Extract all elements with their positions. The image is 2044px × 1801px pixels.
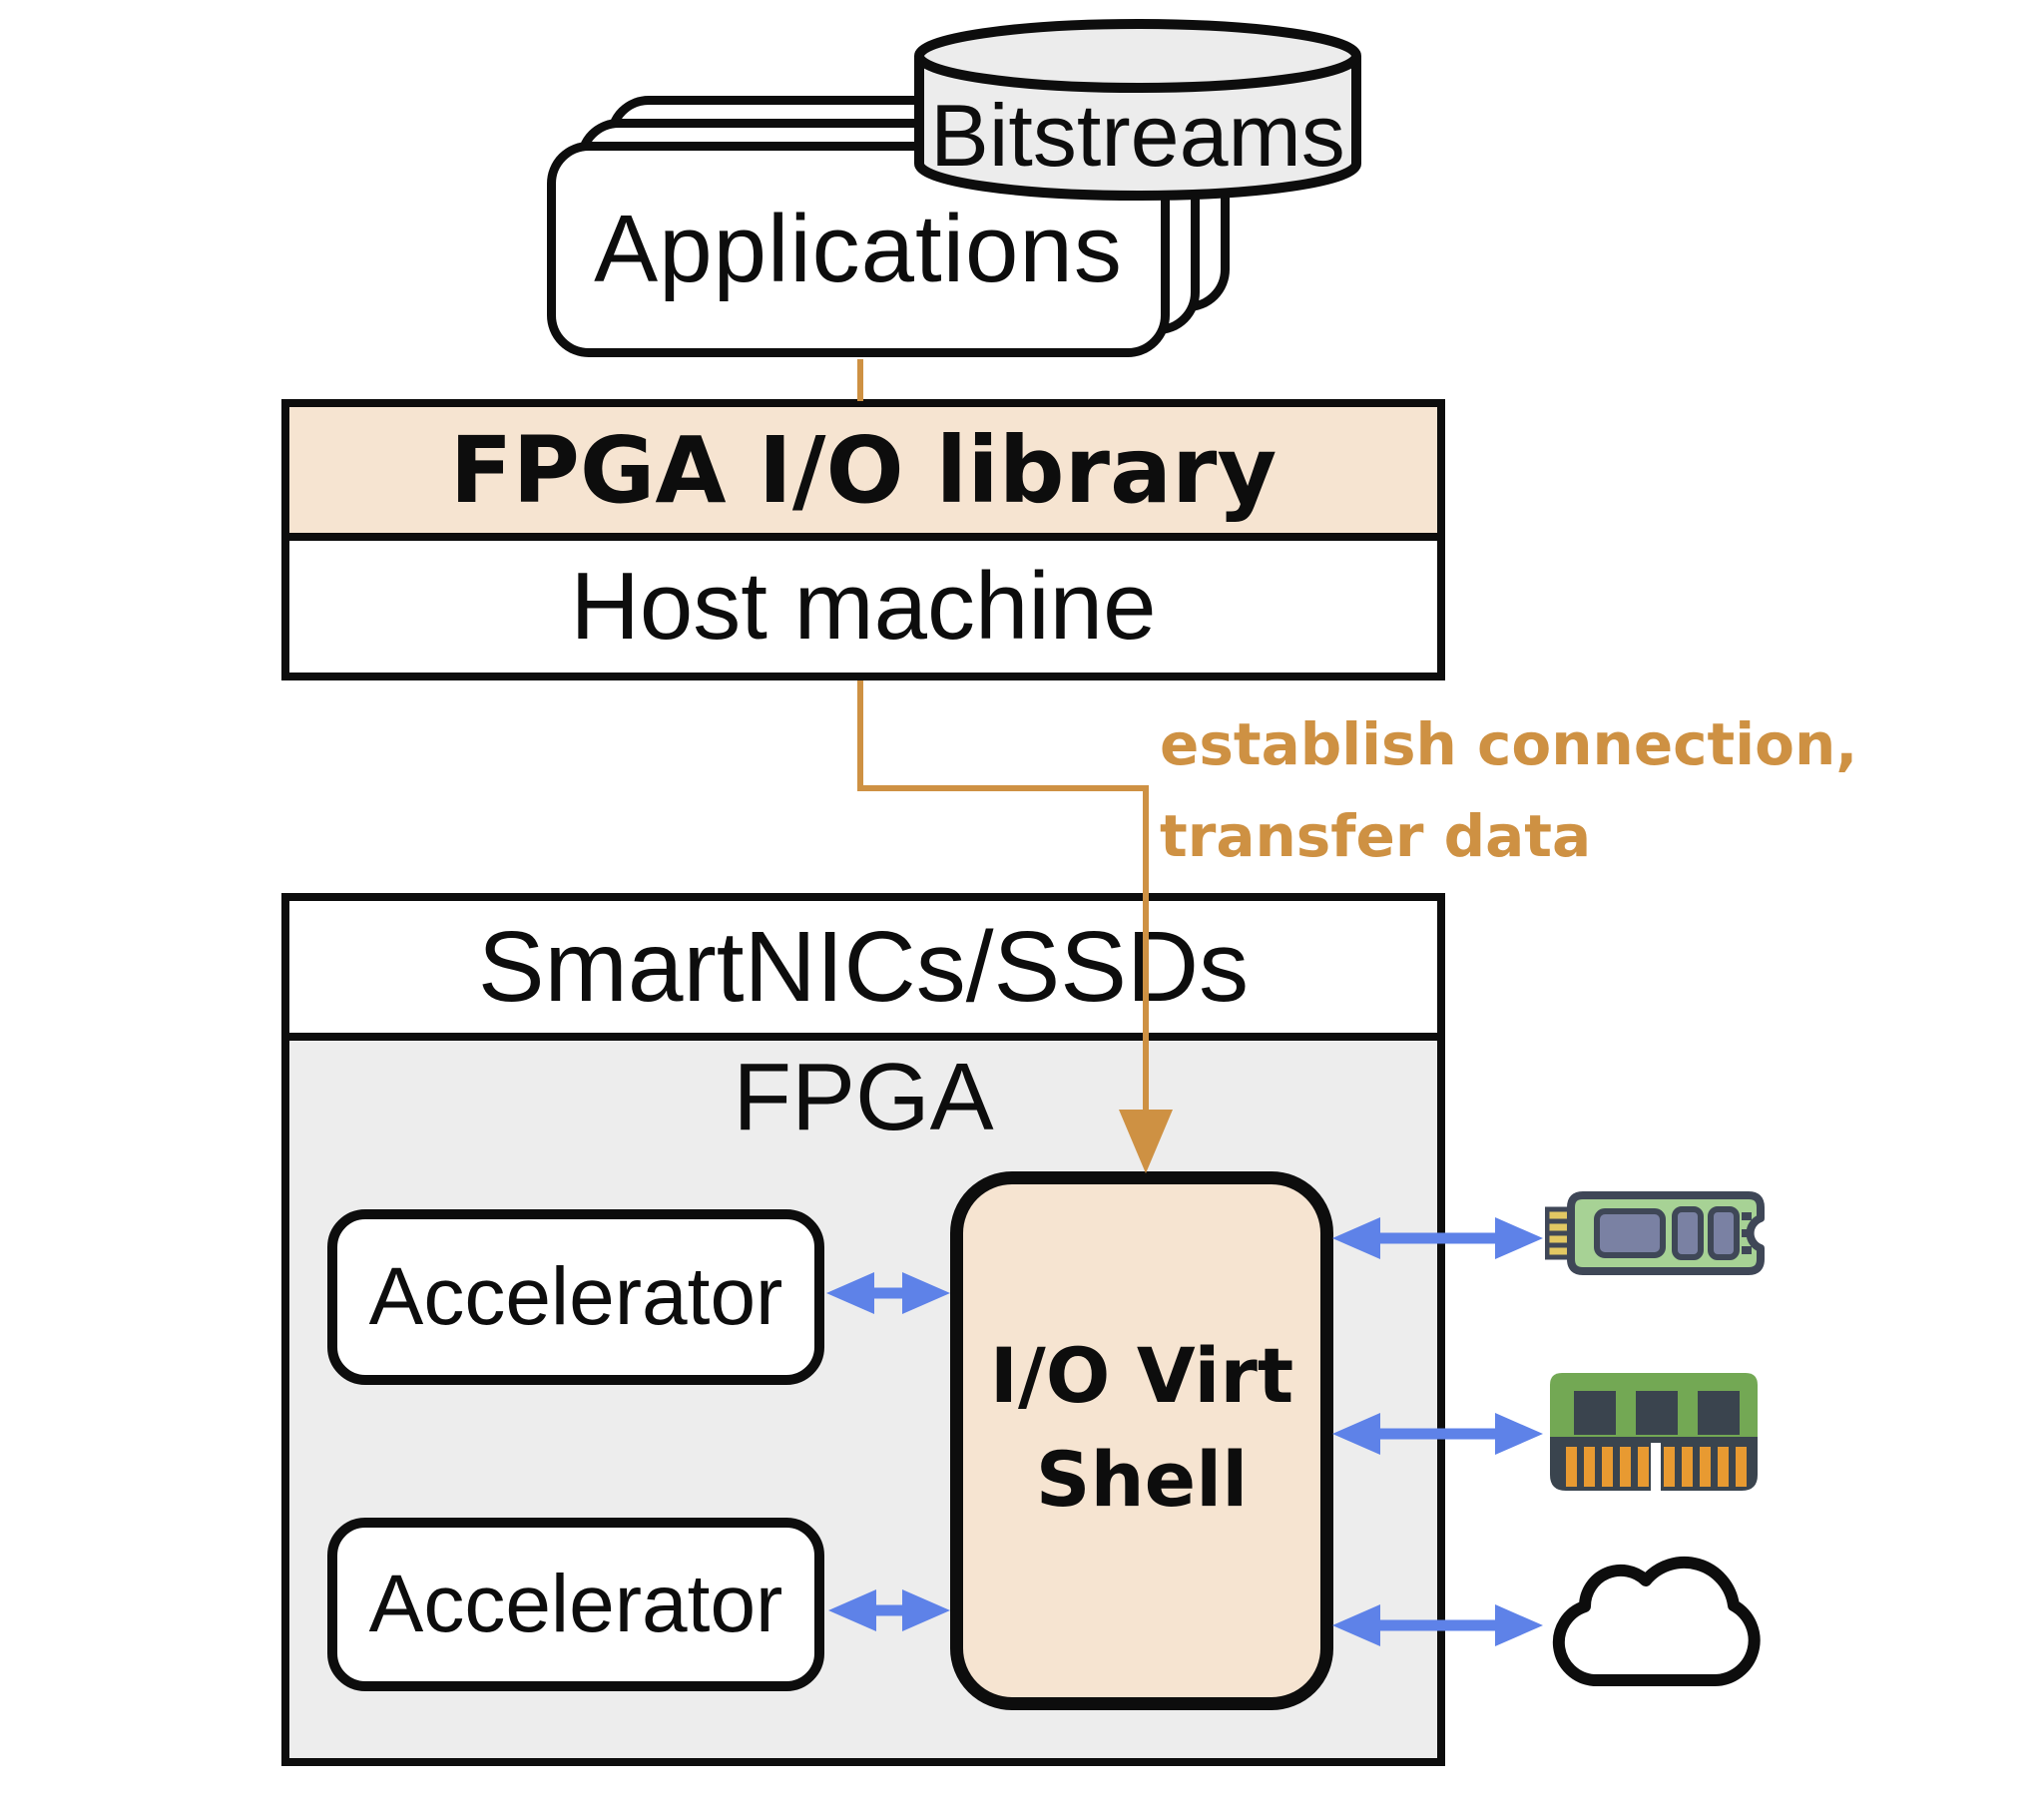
ssd-chip-small-2	[1708, 1206, 1740, 1260]
io-virt-shell-line2: Shell	[1035, 1435, 1249, 1524]
cylinder-body	[914, 56, 1361, 201]
cylinder-top	[914, 19, 1361, 93]
fpga-region-label: FPGA	[733, 1044, 994, 1150]
ram-dimm-icon	[1550, 1373, 1758, 1491]
applications-card: Applications	[547, 142, 1170, 357]
io-virt-shell-line1: I/O Virt	[989, 1331, 1294, 1420]
m2-ssd-icon	[1545, 1191, 1765, 1275]
ram-chip-3	[1698, 1391, 1740, 1435]
ram-chip-2	[1636, 1391, 1678, 1435]
ram-pins	[1566, 1447, 1747, 1487]
ram-key-notch	[1651, 1443, 1661, 1491]
smartnics-ssds-label: SmartNICs/SSDs	[477, 910, 1250, 1023]
host-machine-label: Host machine	[570, 553, 1157, 660]
io-virt-shell-box: I/O Virt Shell	[950, 1171, 1333, 1710]
fpga-io-library-label: FPGA I/O library	[449, 416, 1278, 524]
ssd-chip-small-1	[1672, 1206, 1704, 1260]
bitstreams-label: Bitstreams	[930, 86, 1345, 185]
connection-note: establish connection, transfer data	[1160, 698, 1857, 882]
accelerator-2-label: Accelerator	[368, 1559, 783, 1649]
connection-note-line2: transfer data	[1160, 802, 1592, 870]
cloud-icon	[1552, 1556, 1761, 1687]
cloud-outline	[1552, 1556, 1761, 1687]
connection-note-line1: establish connection,	[1160, 710, 1858, 778]
fpga-io-library-box: FPGA I/O library	[281, 399, 1445, 541]
host-machine-box: Host machine	[281, 533, 1445, 680]
ssd-chip-large	[1594, 1208, 1666, 1258]
bitstreams-cylinder: Bitstreams	[914, 19, 1361, 201]
smartnics-ssds-header: SmartNICs/SSDs	[289, 901, 1437, 1041]
accelerator-box-1: Accelerator	[327, 1209, 824, 1385]
accelerator-1-label: Accelerator	[368, 1251, 783, 1342]
applications-label: Applications	[594, 196, 1123, 302]
ram-chip-1	[1574, 1391, 1616, 1435]
accelerator-box-2: Accelerator	[327, 1518, 824, 1691]
